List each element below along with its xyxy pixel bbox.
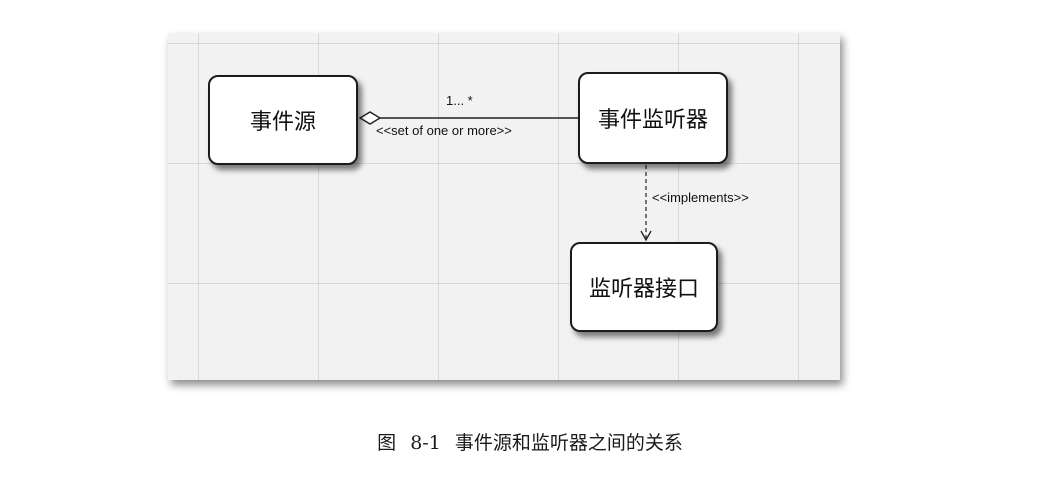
set-stereotype-label: <<set of one or more>> [376,123,512,138]
implements-stereotype-label: <<implements>> [652,190,749,205]
aggregation-diamond [358,111,382,125]
event-source-box: 事件源 [208,75,358,165]
event-source-label: 事件源 [249,110,316,135]
event-listener-box: 事件监听器 [578,72,728,164]
event-listener-label: 事件监听器 [597,108,708,133]
listener-interface-label: 监听器接口 [588,277,699,302]
listener-interface-box: 监听器接口 [570,242,718,332]
figure-caption: 图 8-1 事件源和监听器之间的关系 [377,432,683,454]
multiplicity-label: 1... * [446,93,473,108]
